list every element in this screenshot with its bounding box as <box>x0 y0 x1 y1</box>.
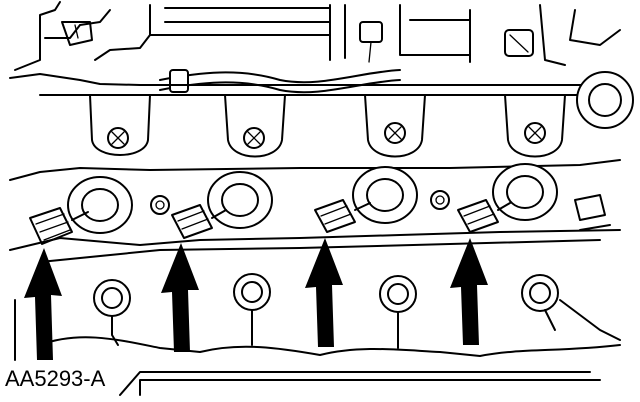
lower-manifold <box>9 229 621 396</box>
connector-1 <box>29 207 89 245</box>
upper-manifold <box>9 71 634 181</box>
arrow-icon <box>161 243 199 352</box>
arrow-icon <box>305 238 343 347</box>
injector-row <box>67 163 611 234</box>
connector-3 <box>314 199 371 233</box>
arrow-icon <box>450 238 488 345</box>
arrow-3 <box>305 238 343 347</box>
arrow-2 <box>161 243 199 352</box>
arrow-1 <box>24 248 62 360</box>
figure-label: AA5293-A <box>5 366 106 391</box>
upper-engine-detail <box>14 1 621 94</box>
connector-4 <box>457 199 511 233</box>
arrow-4 <box>450 238 488 345</box>
connector-2 <box>171 204 227 239</box>
arrow-icon <box>24 248 62 360</box>
